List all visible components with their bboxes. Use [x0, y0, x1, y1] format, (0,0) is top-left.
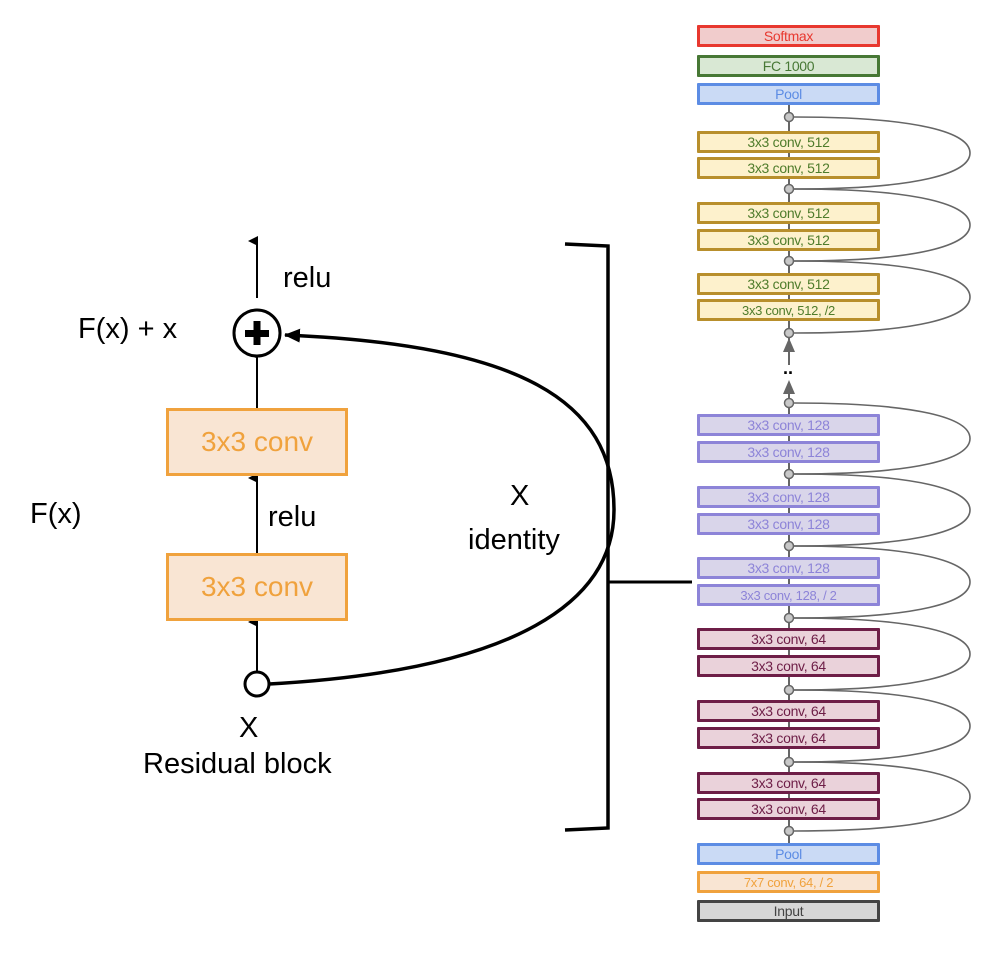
identity-skip-curve	[268, 328, 616, 686]
skip-node	[783, 684, 795, 696]
arrow-up-icon	[783, 380, 795, 394]
layer-conv512: 3x3 conv, 512	[697, 229, 880, 251]
layer-conv512: 3x3 conv, 512	[697, 273, 880, 295]
skip-node	[783, 111, 795, 123]
layer-conv64: 3x3 conv, 64	[697, 700, 880, 722]
layer-conv128: 3x3 conv, 128	[697, 441, 880, 463]
conv-box-top: 3x3 conv	[166, 408, 348, 476]
skip-connection-curve	[793, 473, 971, 547]
skip-node	[783, 756, 795, 768]
layer-conv7: 7x7 conv, 64, / 2	[697, 871, 880, 893]
layer-conv128: 3x3 conv, 128	[697, 486, 880, 508]
relu-top-label: relu	[283, 262, 332, 294]
layer-conv64: 3x3 conv, 64	[697, 655, 880, 677]
skip-connection-curve	[793, 545, 971, 619]
layer-conv512: 3x3 conv, 512	[697, 131, 880, 153]
layer-conv512: 3x3 conv, 512	[697, 202, 880, 224]
skip-connection-curve	[793, 260, 971, 334]
layer-conv128: 3x3 conv, 128	[697, 414, 880, 436]
relu-mid-label: relu	[268, 501, 317, 533]
layer-conv128: 3x3 conv, 128	[697, 513, 880, 535]
output-label: F(x) + x	[78, 313, 178, 345]
layer-conv512: 3x3 conv, 512	[697, 157, 880, 179]
identity-x-label: X	[510, 480, 530, 512]
skip-connection-curve	[793, 689, 971, 763]
layer-conv128: 3x3 conv, 128, / 2	[697, 584, 880, 606]
skip-connection-curve	[793, 617, 971, 691]
arrow-up-icon	[783, 338, 795, 352]
conv-box-bottom: 3x3 conv	[166, 553, 348, 621]
layer-pool: Pool	[697, 843, 880, 865]
layer-pool: Pool	[697, 83, 880, 105]
layer-input: Input	[697, 900, 880, 922]
plus-icon-v	[253, 321, 261, 345]
skip-node	[783, 183, 795, 195]
residual-block-title: Residual block	[143, 748, 332, 780]
input-node-circle	[243, 670, 271, 698]
layer-conv64: 3x3 conv, 64	[697, 628, 880, 650]
layer-fc: FC 1000	[697, 55, 880, 77]
skip-node	[783, 327, 795, 339]
layer-softmax: Softmax	[697, 25, 880, 47]
skip-connection-curve	[793, 761, 971, 832]
skip-connection-curve	[793, 188, 971, 262]
skip-connection-curve	[793, 402, 971, 475]
layer-conv64: 3x3 conv, 64	[697, 798, 880, 820]
skip-connection-curve	[793, 116, 971, 190]
ellipsis-label: ..	[783, 358, 794, 378]
layer-conv512: 3x3 conv, 512, /2	[697, 299, 880, 321]
input-x-label: X	[239, 712, 259, 744]
bracket	[564, 242, 610, 832]
skip-node	[783, 612, 795, 624]
identity-label: identity	[468, 524, 560, 556]
skip-node	[783, 540, 795, 552]
skip-node	[783, 825, 795, 837]
layer-conv64: 3x3 conv, 64	[697, 772, 880, 794]
layer-conv128: 3x3 conv, 128	[697, 557, 880, 579]
skip-node	[783, 468, 795, 480]
skip-node	[783, 397, 795, 409]
layer-conv64: 3x3 conv, 64	[697, 727, 880, 749]
skip-node	[783, 255, 795, 267]
fx-label: F(x)	[30, 498, 82, 530]
